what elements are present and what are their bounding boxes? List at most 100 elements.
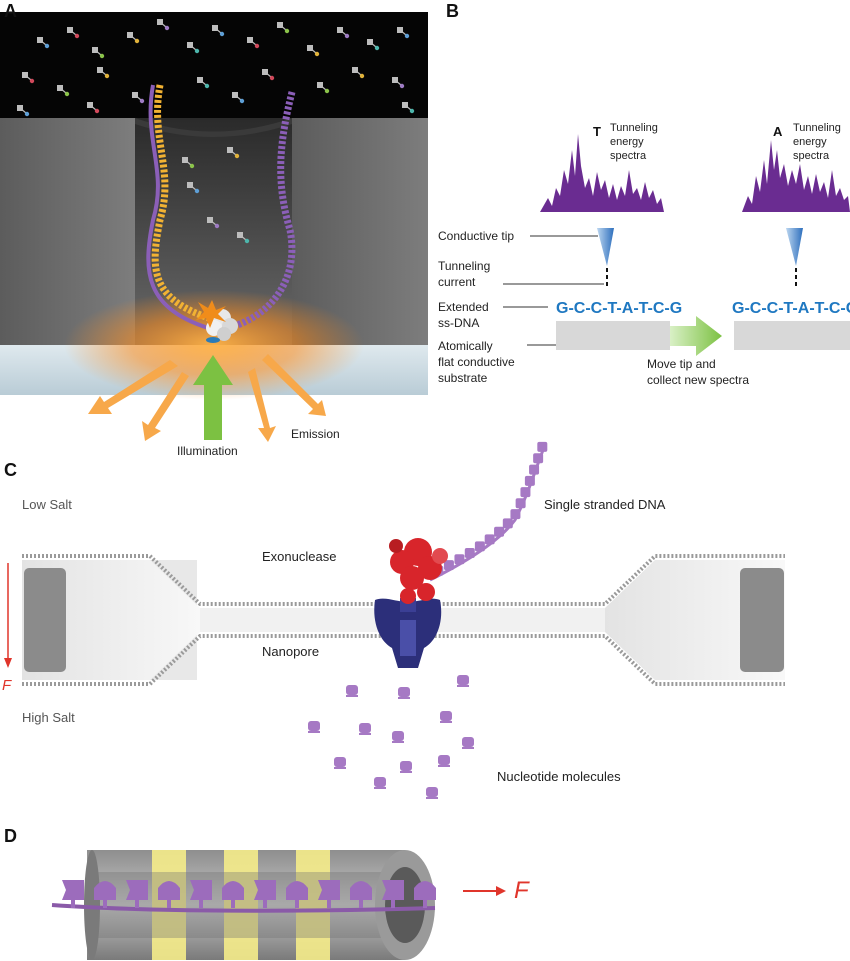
emission-label: Emission bbox=[291, 427, 340, 441]
nucleotide-icon bbox=[308, 721, 320, 733]
emission-arrows bbox=[88, 354, 326, 442]
nucleotide-molecules-label: Nucleotide molecules bbox=[497, 769, 621, 784]
dna-base-icon bbox=[510, 509, 521, 520]
low-salt-label: Low Salt bbox=[22, 497, 72, 512]
move-tip-label-2: collect new spectra bbox=[647, 373, 749, 387]
exonuclease-enzyme bbox=[389, 538, 448, 604]
dna-base-icon bbox=[222, 881, 244, 908]
sequence-right: G-C-C-T-A-T-C-G bbox=[732, 300, 850, 317]
high-salt-label: High Salt bbox=[22, 710, 75, 725]
substrate-label-3: substrate bbox=[438, 371, 488, 385]
dna-strand-in-channel bbox=[51, 903, 436, 913]
panel-c-letter: C bbox=[4, 460, 17, 480]
dna-base-icon bbox=[515, 498, 526, 509]
released-nucleotides bbox=[308, 675, 474, 799]
single-stranded-dna bbox=[429, 444, 547, 582]
nucleotide-icon bbox=[232, 92, 245, 104]
panel-a-letter: A bbox=[4, 1, 17, 21]
spectra-a-base: A bbox=[773, 124, 783, 139]
dna-base-icon bbox=[443, 560, 454, 571]
nucleotide-icon bbox=[398, 687, 410, 699]
dna-base-icon bbox=[524, 475, 535, 486]
force-label-c: F bbox=[2, 677, 12, 694]
dna-strand-yellow bbox=[151, 84, 217, 324]
dna-base-icon bbox=[464, 547, 475, 558]
single-stranded-dna-label: Single stranded DNA bbox=[544, 497, 666, 512]
free-nucleotides bbox=[17, 19, 415, 244]
dna-base-icon bbox=[474, 541, 485, 552]
spectra-t-title-2: energy bbox=[610, 136, 644, 148]
dna-bases bbox=[433, 441, 548, 576]
panel-d: D F bbox=[4, 826, 530, 960]
nucleotide-icon bbox=[462, 737, 474, 749]
dna-base-icon bbox=[62, 880, 84, 908]
nucleotide-icon bbox=[22, 72, 35, 84]
nanochannel-tube bbox=[84, 850, 435, 960]
illumination-arrow bbox=[193, 355, 233, 440]
nucleotide-icon bbox=[352, 67, 365, 79]
panel-a: A Illumination Emission bbox=[0, 1, 428, 462]
nanopore-label: Nanopore bbox=[262, 644, 319, 659]
move-tip-label-1: Move tip and bbox=[647, 357, 716, 371]
nucleotide-icon bbox=[317, 82, 330, 94]
nucleotide-icon bbox=[337, 27, 350, 39]
nucleotide-icon bbox=[359, 723, 371, 735]
nucleotide-icon bbox=[438, 755, 450, 767]
conductive-tip-label: Conductive tip bbox=[438, 229, 514, 243]
panel-b-letter: B bbox=[446, 1, 459, 21]
dna-strand-purple-left bbox=[146, 84, 216, 332]
nucleotide-icon bbox=[37, 37, 50, 49]
spectra-a-title-2: energy bbox=[793, 136, 827, 148]
nucleotide-icon bbox=[440, 711, 452, 723]
membrane bbox=[22, 554, 785, 686]
nucleotide-icon bbox=[132, 92, 145, 104]
substrate-label-1: Atomically bbox=[438, 339, 493, 353]
dna-base-icon bbox=[533, 453, 544, 464]
nucleotide-icon bbox=[207, 217, 220, 229]
extended-dna-label-1: Extended bbox=[438, 300, 489, 314]
nanopore-protein bbox=[374, 598, 442, 668]
dna-bases-channel bbox=[62, 880, 436, 908]
nucleotide-icon bbox=[277, 22, 290, 34]
nucleotide-icon bbox=[17, 105, 30, 117]
nucleotide-icon bbox=[197, 77, 210, 89]
nucleotide-icon bbox=[97, 67, 110, 79]
nucleotide-icon bbox=[212, 25, 225, 37]
nucleotide-icon bbox=[187, 182, 200, 194]
dna-base-icon bbox=[126, 880, 148, 908]
fluorescence-flash-icon bbox=[196, 300, 226, 328]
nucleotide-icon bbox=[397, 27, 410, 39]
spectra-t-title-3: spectra bbox=[610, 150, 647, 162]
nucleotide-icon bbox=[457, 675, 469, 687]
electrode-left bbox=[24, 568, 66, 672]
dna-base-icon bbox=[494, 526, 505, 537]
polymerase-complex bbox=[196, 300, 238, 343]
tunneling-current-label-2: current bbox=[438, 275, 476, 289]
extended-dna-label-2: ss-DNA bbox=[438, 316, 479, 330]
nucleotide-icon bbox=[127, 32, 140, 44]
dna-base-icon bbox=[350, 881, 372, 908]
nucleotide-icon bbox=[247, 37, 260, 49]
substrate-left bbox=[556, 321, 670, 350]
dna-base-icon bbox=[537, 441, 548, 452]
illumination-glow bbox=[64, 290, 364, 400]
nucleotide-icon bbox=[334, 757, 346, 769]
dna-base-icon bbox=[454, 554, 465, 565]
spectra-a-title-1: Tunneling bbox=[793, 122, 841, 134]
dna-base-icon bbox=[158, 881, 180, 908]
dna-base-icon bbox=[529, 464, 540, 475]
nucleotide-icon bbox=[367, 39, 380, 51]
nucleotide-icon bbox=[227, 147, 240, 159]
spectra-t-base: T bbox=[593, 124, 601, 139]
exonuclease-label: Exonuclease bbox=[262, 549, 336, 564]
spectra-a-title-3: spectra bbox=[793, 150, 830, 162]
nucleotide-icon bbox=[402, 102, 415, 114]
dna-base-icon bbox=[318, 880, 340, 908]
nucleotide-icon bbox=[92, 47, 105, 59]
dna-base-icon bbox=[520, 487, 531, 498]
spectra-a-plot bbox=[742, 140, 850, 212]
nucleotide-icon bbox=[67, 27, 80, 39]
substrate-label-2: flat conductive bbox=[438, 355, 515, 369]
nucleotide-icon bbox=[392, 731, 404, 743]
